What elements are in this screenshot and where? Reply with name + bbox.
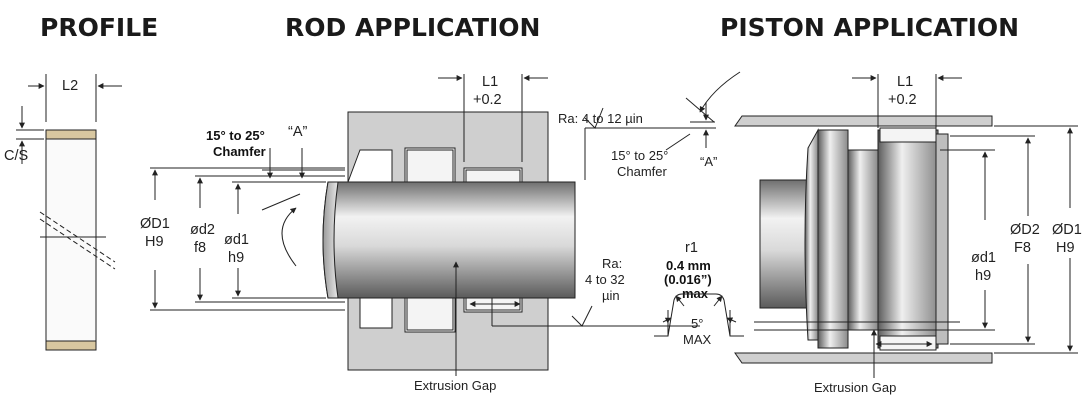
profile-cross-section-label: C/S	[4, 148, 28, 164]
detail-radius-in: (0.016”)	[664, 272, 712, 287]
header-profile: PROFILE	[40, 13, 158, 42]
piston-l1-label: L1	[897, 74, 913, 90]
rod-l1-label: L1	[482, 74, 498, 90]
rod-ra-top-label: Ra: 4 to 12 µin	[558, 111, 643, 126]
rod-chamfer-angle: 15° to 25°	[206, 128, 265, 143]
piston-cylinder-wall-top	[734, 115, 993, 127]
piston-l1-tolerance: +0.2	[888, 92, 917, 108]
detail-a-label: “A”	[700, 154, 717, 169]
piston-seal-bottom	[879, 335, 937, 351]
profile-view: L2 C/S	[4, 74, 122, 351]
rod-groove-diameter: ød2	[190, 222, 215, 238]
detail-groove-profile	[654, 293, 744, 337]
piston-rod	[759, 179, 811, 309]
rod-diameter-tolerance: h9	[228, 250, 244, 266]
piston-body	[804, 128, 819, 341]
rod-diameter: ød1	[224, 232, 249, 248]
piston-groove-tolerance: F8	[1014, 240, 1031, 256]
piston-seal-top	[879, 127, 937, 143]
piston-rod-tolerance: h9	[975, 268, 991, 284]
detail-angle-max: MAX	[683, 332, 712, 347]
detail-chamfer-angle: 15° to 25°	[611, 148, 668, 163]
detail-angle: 5°	[691, 316, 703, 331]
rod-ra-side-range: 4 to 32	[585, 272, 625, 287]
rod-extrusion-gap-label: Extrusion Gap	[414, 378, 496, 393]
piston-head	[877, 129, 939, 349]
piston-rod-diameter: ød1	[971, 250, 996, 266]
rod-bore-tolerance: H9	[145, 234, 164, 250]
piston-end-cap	[935, 133, 949, 345]
piston-groove-diameter: ØD2	[1010, 222, 1040, 238]
rod-groove-tolerance: f8	[194, 240, 206, 256]
profile-seal-body	[45, 129, 97, 351]
profile-seal-top-ring	[45, 129, 97, 140]
rod-shaft	[322, 181, 576, 299]
rod-seal-bottom	[406, 297, 454, 331]
piston-extrusion-gap-label: Extrusion Gap	[814, 380, 896, 395]
piston-flange	[817, 129, 849, 349]
rod-l1-tolerance: +0.2	[473, 92, 502, 108]
piston-groove-core	[847, 149, 879, 331]
profile-seal-bottom-ring	[45, 340, 97, 351]
detail-radius-mm: 0.4 mm	[666, 258, 711, 273]
detail-radius-label: r1	[685, 240, 698, 256]
rod-a-label: “A”	[288, 124, 308, 140]
piston-bore-diameter: ØD1	[1052, 222, 1082, 238]
piston-application-view: L1 +0.2 ød1 h9 ØD2 F8 ØD1 H9 Extrusion G…	[734, 74, 1082, 395]
rod-chamfer-end	[322, 181, 339, 299]
piston-cylinder-wall-bottom	[734, 352, 993, 364]
rod-chamfer-label: Chamfer	[213, 144, 266, 159]
rod-seal-top	[406, 149, 454, 183]
rod-application-view: L1 +0.2 15° to 25° Chamfer “A” Ra: 4 to …	[140, 74, 700, 393]
rod-ra-side-unit: µin	[602, 288, 620, 303]
piston-bore-tolerance: H9	[1056, 240, 1075, 256]
detail-chamfer-label: Chamfer	[617, 164, 668, 179]
profile-width-label: L2	[62, 78, 78, 94]
rod-bore-diameter: ØD1	[140, 216, 170, 232]
rod-wiper-top	[465, 169, 521, 183]
rod-ra-side-label: Ra:	[602, 256, 622, 271]
header-piston-application: PISTON APPLICATION	[720, 13, 1019, 42]
header-rod-application: ROD APPLICATION	[285, 13, 540, 42]
groove-detail-view: 15° to 25° Chamfer “A” r1 0.4 mm (0.016”…	[611, 71, 744, 347]
